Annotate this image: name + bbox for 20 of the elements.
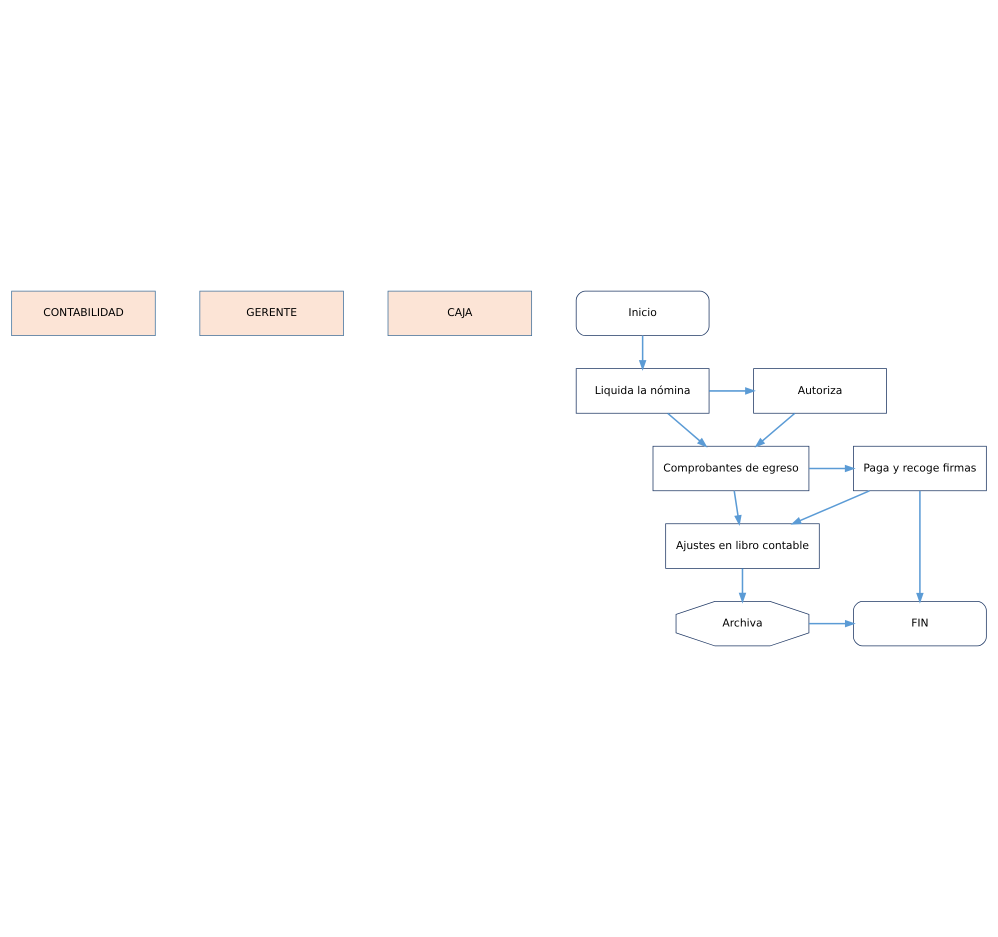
arrow — [638, 336, 646, 371]
node-box: Autoriza — [753, 368, 887, 414]
node-box: Paga y recoge firmas — [853, 446, 987, 492]
node-box: Comprobantes de egreso — [652, 446, 810, 492]
node-box: Ajustes en libro contable — [665, 523, 820, 569]
node-box: CAJA — [388, 290, 532, 336]
node-box: Inicio — [576, 290, 710, 336]
node-box: GERENTE — [199, 290, 344, 336]
arrow — [809, 464, 856, 472]
node-box: Liquida la nómina — [576, 368, 710, 414]
node-box: FIN — [853, 601, 987, 646]
arrow — [809, 620, 856, 628]
arrow — [754, 412, 796, 448]
arrow — [709, 387, 756, 395]
node-box: CONTABILIDAD — [11, 290, 156, 336]
arrow — [916, 490, 924, 604]
arrow — [738, 568, 746, 604]
arrow — [733, 490, 742, 526]
arrow — [790, 490, 870, 525]
arrow — [667, 412, 708, 448]
